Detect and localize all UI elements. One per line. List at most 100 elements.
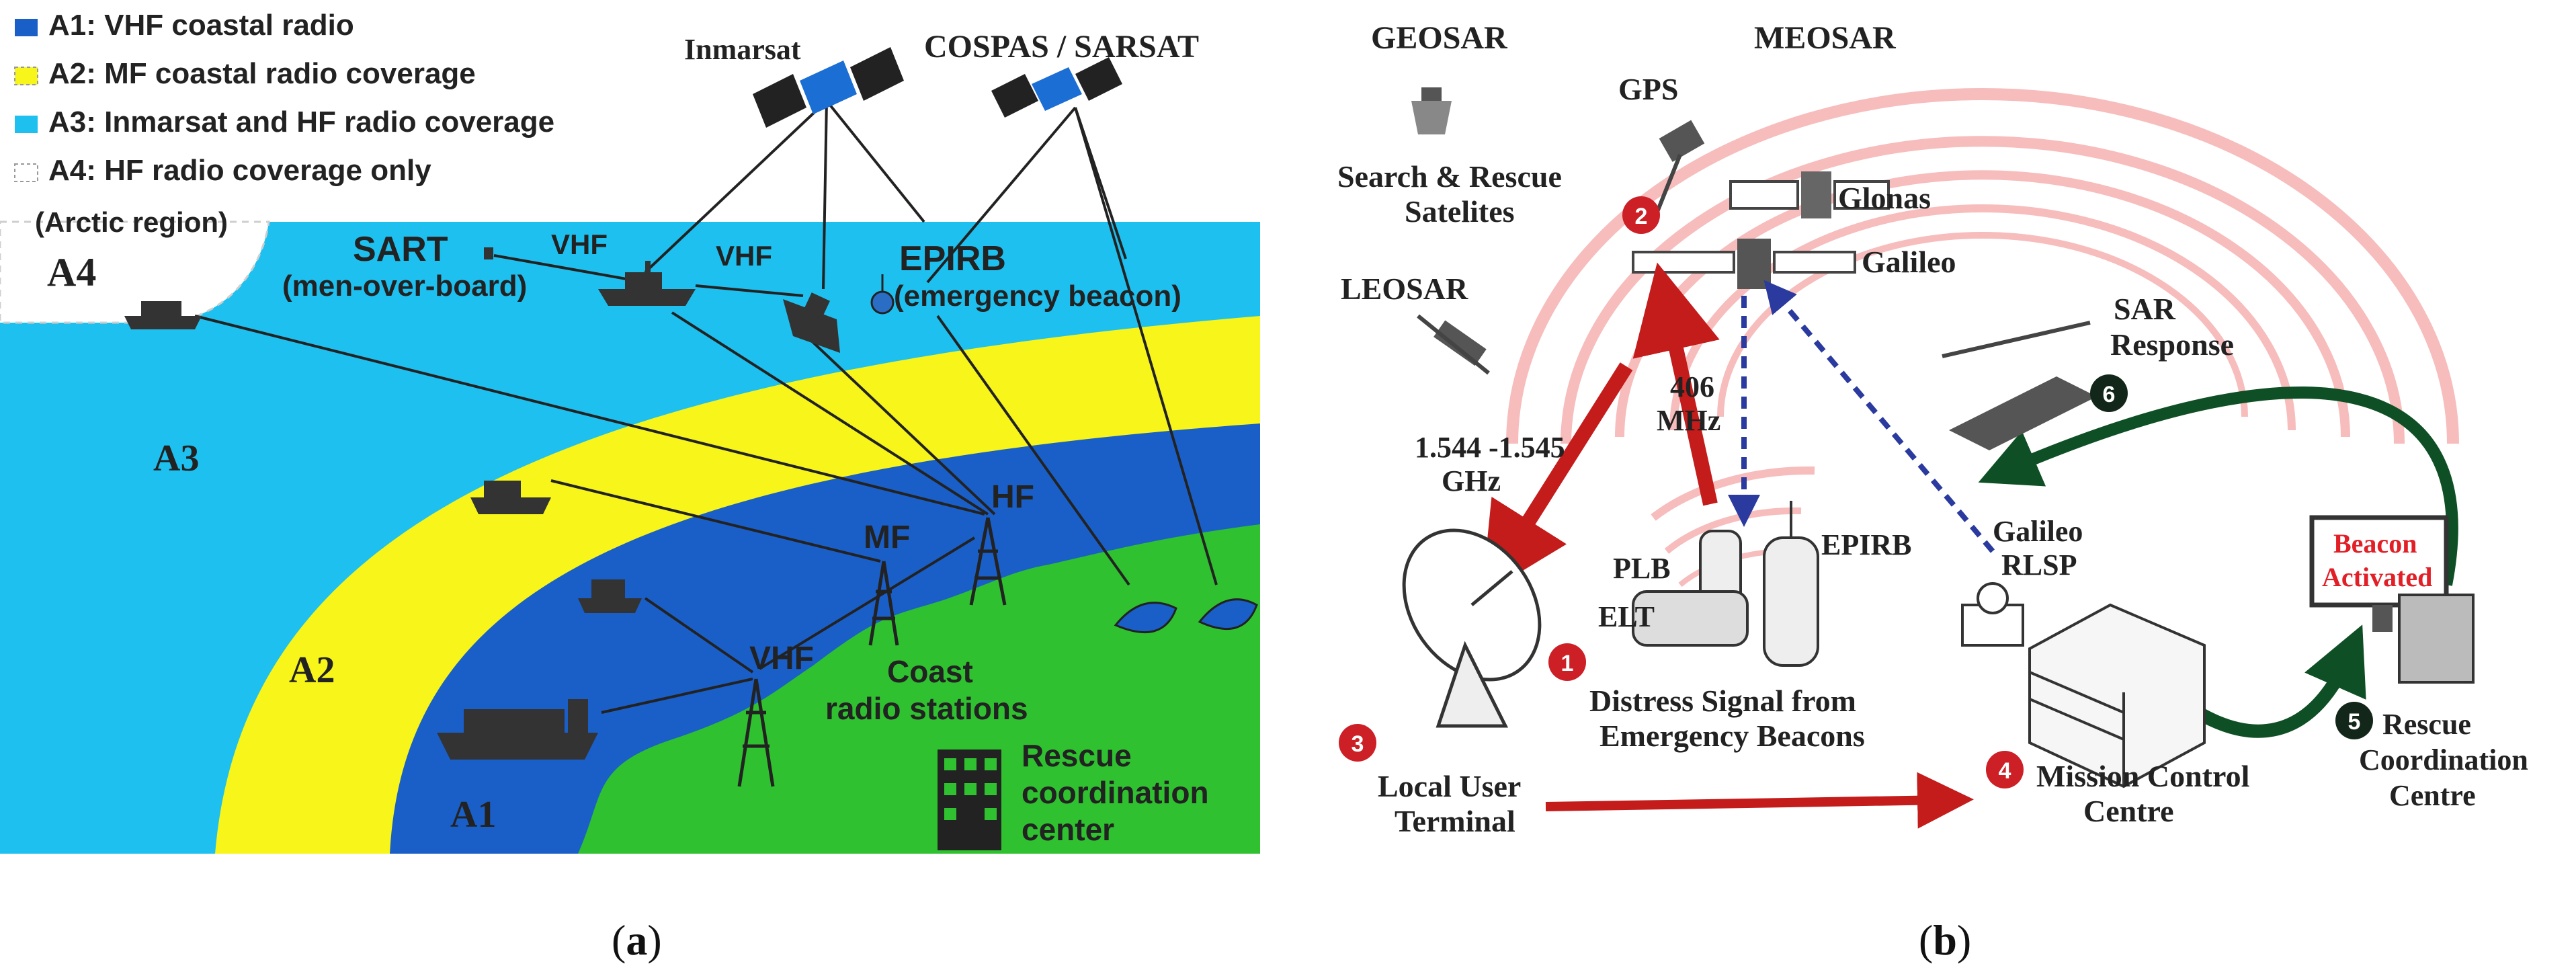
step-5-number: 5: [2348, 709, 2361, 735]
a3-label: A3: [153, 438, 199, 479]
glonas-label: Glonas: [1838, 181, 1931, 215]
epirb-buoy-icon: [870, 274, 895, 315]
distress-label-2: Emergency Beacons: [1599, 719, 1865, 753]
uplink-arrow: [1632, 262, 1720, 506]
leosar-satellite-icon: [1417, 314, 1490, 375]
caption-a-open: (: [612, 916, 626, 964]
plb-label: PLB: [1613, 552, 1671, 585]
sart-label: SART: [353, 230, 448, 269]
distress-label-1: Distress Signal from: [1589, 684, 1856, 718]
galileo-rlsp-label-2: RLSP: [2001, 549, 2077, 581]
leosar-label: LEOSAR: [1341, 272, 1468, 306]
a2-label: A2: [289, 649, 335, 691]
legend-label-a4: A4: HF radio coverage only: [48, 154, 431, 187]
sar-response-arrow: [1978, 387, 2458, 586]
lut-to-mcc-arrow: [1545, 772, 1974, 829]
beacon-label: Beacon: [2333, 528, 2417, 559]
mf-label: MF: [864, 520, 910, 555]
rlsp-dashed-arrow: [1763, 280, 1995, 553]
ground-dish-terminal-icon: [1402, 528, 1542, 728]
step-2-number: 2: [1635, 204, 1648, 229]
ship-icon-sart: [598, 261, 696, 306]
epirb-sub-label: (emergency beacon): [894, 280, 1181, 313]
glonas-satellite-icon: [1729, 171, 1890, 218]
inmarsat-satellite-icon: [753, 47, 904, 128]
caption-a-letter: a: [626, 916, 647, 964]
center-label: center: [1022, 812, 1114, 847]
epirb-label-b: EPIRB: [1821, 528, 1911, 561]
caption-b: (b): [1919, 916, 1971, 964]
freq-band-label: 1.544 -1.545: [1415, 431, 1565, 464]
step-3-number: 3: [1352, 731, 1364, 757]
galileo-label: Galileo: [1862, 245, 1956, 279]
legend-swatch-a1: [15, 19, 38, 36]
a1-label: A1: [450, 794, 496, 836]
sart-sub-label: (men-over-board): [282, 270, 527, 302]
vhf-label-2: VHF: [716, 240, 772, 272]
panel-b: 1 2 3 4 5 6 GEOSAR MEOSAR GPS Search & R…: [1337, 20, 2528, 964]
geosar-label: GEOSAR: [1371, 20, 1508, 56]
ship-icon-a3: [470, 481, 551, 514]
coordination-label: coordination: [1022, 775, 1209, 810]
signal-lines: [194, 99, 1218, 714]
legend-swatch-a4: [14, 163, 38, 182]
mission-control-building-icon: [2028, 603, 2206, 788]
legend-label-a2: A2: MF coastal radio coverage: [48, 57, 476, 90]
ground-dish-icon-2: [1198, 598, 1258, 631]
ship-icon-a1-small: [578, 579, 642, 613]
arctic-region-label: (Arctic region): [35, 206, 228, 238]
rescue-b-label: Rescue: [2382, 708, 2471, 741]
step-6-number: 6: [2103, 382, 2116, 407]
centre-b-label: Centre: [2389, 779, 2476, 812]
caption-b-letter: b: [1933, 916, 1957, 964]
meosar-label: MEOSAR: [1754, 20, 1897, 56]
caption-a: (a): [612, 916, 662, 964]
radio-stations-label: radio stations: [825, 691, 1028, 726]
vhf-antenna-icon: [737, 678, 775, 787]
step-4-number: 4: [1999, 758, 2011, 784]
downlink-arrow: [1481, 362, 1633, 596]
step-marker-6: 6: [2090, 374, 2128, 412]
step-marker-2: 2: [1622, 196, 1660, 234]
elt-label: ELT: [1598, 600, 1655, 633]
ground-dish-icon-1: [1114, 602, 1177, 634]
mission-control-label: Mission Control: [2036, 759, 2249, 793]
step-1-number: 1: [1561, 651, 1574, 676]
legend-swatch-a3: [15, 116, 38, 133]
legend: A1: VHF coastal radio A2: MF coastal rad…: [14, 9, 554, 187]
inmarsat-label: Inmarsat: [684, 33, 801, 66]
freq-406-label: 406: [1670, 370, 1714, 403]
epirb-label: EPIRB: [899, 239, 1006, 278]
legend-label-a1: A1: VHF coastal radio: [48, 9, 354, 42]
panel-a: A1: VHF coastal radio A2: MF coastal rad…: [0, 9, 1260, 964]
step-marker-3: 3: [1339, 724, 1376, 762]
response-label: Response: [2110, 327, 2234, 362]
geosar-satellite-icon: [1411, 87, 1452, 134]
galileo-rlsp-label-1: Galileo: [1993, 515, 2083, 548]
local-user-label: Local User: [1378, 769, 1521, 803]
terminal-label: Terminal: [1395, 804, 1515, 838]
caption-b-open: (: [1919, 916, 1933, 964]
sar-label: SAR: [2114, 292, 2176, 326]
hf-antenna-icon: [969, 517, 1007, 606]
helicopter-icon: [1942, 321, 2097, 450]
rescue-center-building-icon: [938, 749, 1001, 850]
signal-waves: [1506, 88, 2459, 587]
search-rescue-label: Search & Rescue: [1337, 159, 1562, 194]
activated-label: Activated: [2322, 562, 2432, 592]
elt-device-icon: [1632, 590, 1749, 647]
caption-a-close: ): [647, 916, 661, 964]
mission-centre-label: Centre: [2083, 794, 2174, 828]
coast-land: [578, 524, 1260, 854]
caption-b-close: ): [1957, 916, 1971, 964]
vhf-label-1: VHF: [551, 229, 608, 260]
step-marker-4: 4: [1986, 751, 2024, 788]
step-marker-1: 1: [1548, 643, 1586, 681]
ghz-label: GHz: [1442, 464, 1501, 497]
mhz-label: MHz: [1657, 404, 1720, 437]
cospas-sarsat-satellite-icon: [991, 57, 1122, 118]
rlsp-antenna-icon: [1961, 582, 2024, 647]
mf-antenna-icon: [868, 561, 899, 646]
